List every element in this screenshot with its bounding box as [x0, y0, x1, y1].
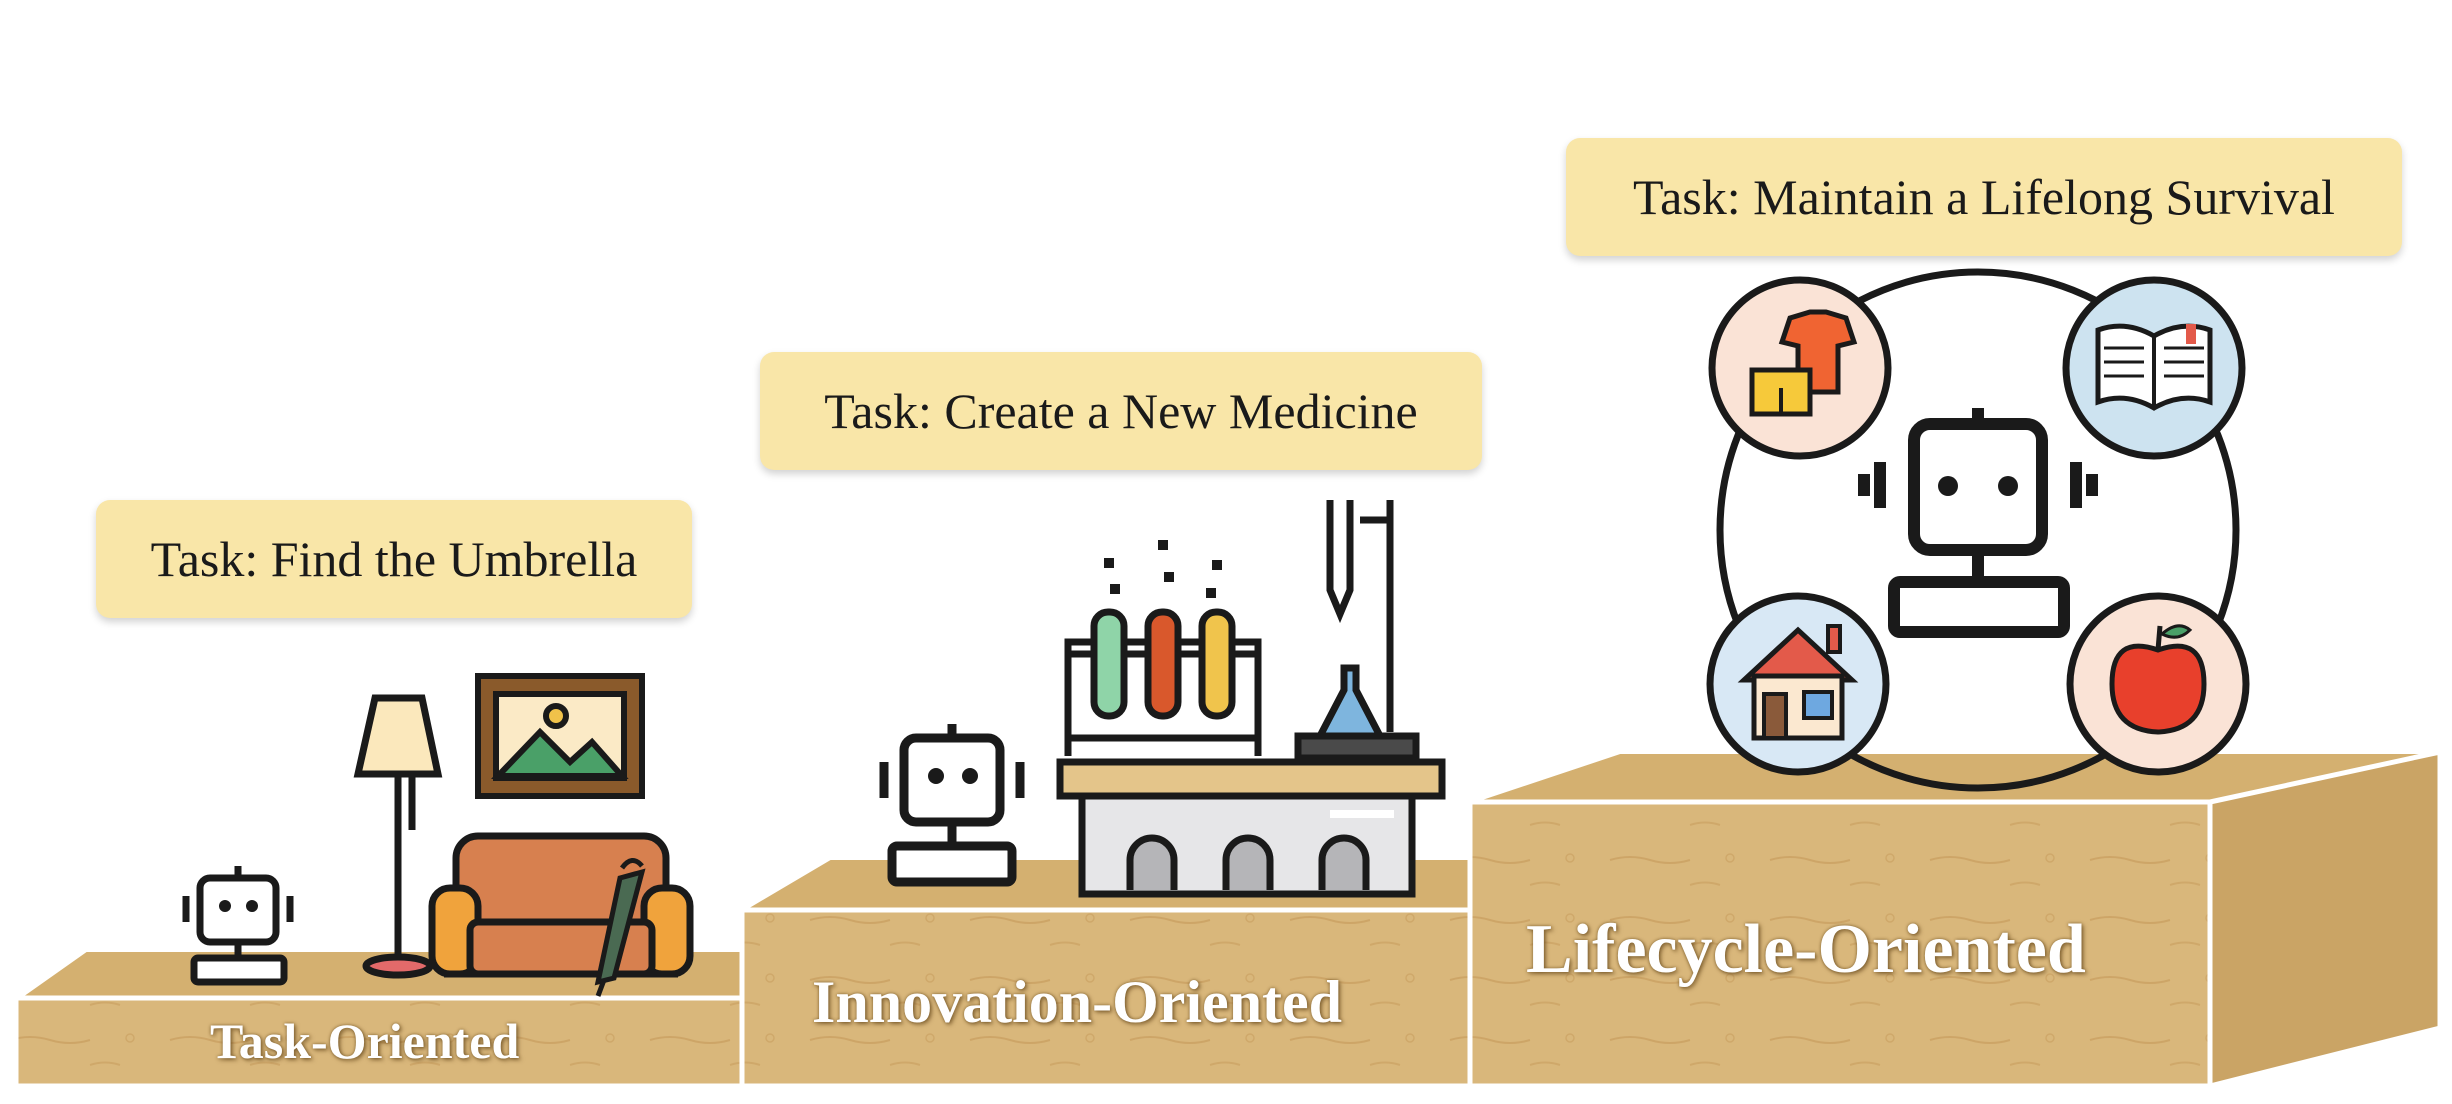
apple-icon [2066, 592, 2250, 776]
task-label-create-medicine: Task: Create a New Medicine [760, 352, 1482, 470]
sofa-icon [428, 832, 694, 978]
task-label-lifelong-survival: Task: Maintain a Lifelong Survival [1566, 138, 2402, 256]
robot-icon [1858, 408, 2098, 638]
house-icon [1706, 592, 1890, 776]
level-title-lifecycle-oriented: Lifecycle-Oriented [1526, 911, 2086, 988]
book-icon [2062, 276, 2246, 460]
step3-side [2207, 748, 2443, 1090]
lifecycle-ring [1716, 268, 2240, 792]
umbrella-icon [594, 858, 646, 997]
framed-picture-icon [475, 673, 645, 799]
test-tubes-icon [1064, 540, 1262, 756]
flask-stand-icon [1294, 500, 1420, 762]
clothes-icon [1708, 276, 1892, 460]
level-title-task-oriented: Task-Oriented [210, 1013, 520, 1069]
level-title-innovation-oriented: Innovation-Oriented [812, 969, 1343, 1035]
robot-icon [182, 866, 294, 986]
lab-bench-icon [1056, 758, 1446, 898]
step2-front [739, 907, 1473, 1089]
floor-lamp-icon [353, 694, 443, 979]
robot-icon [879, 724, 1025, 887]
task-label-find-umbrella: Task: Find the Umbrella [96, 500, 692, 618]
